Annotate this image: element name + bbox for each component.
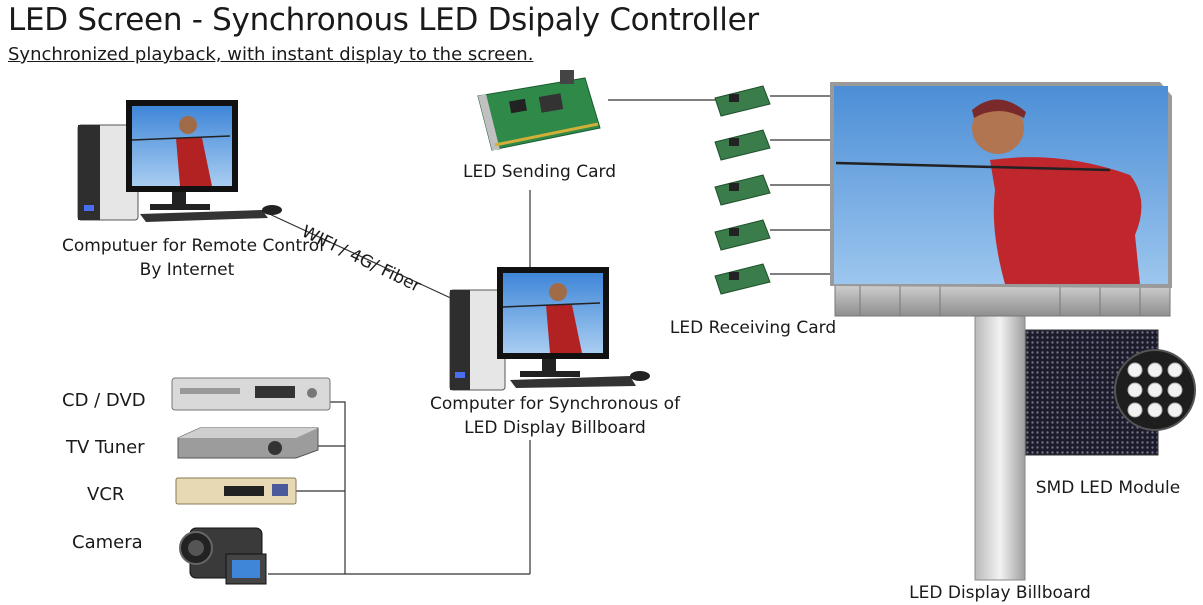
connection-lines <box>264 95 832 575</box>
smd-led-module-icon <box>1025 329 1196 456</box>
smd-module-label: SMD LED Module <box>1035 478 1181 498</box>
sync-computer-label-line1: Computer for Synchronous of <box>430 394 681 414</box>
sync-computer-icon <box>449 267 650 391</box>
camera-icon <box>179 527 267 585</box>
source-label-camera: Camera <box>72 532 143 553</box>
source-label-tv-tuner: TV Tuner <box>66 437 145 458</box>
sync-computer-label: Computer for Synchronous of LED Display … <box>430 392 680 440</box>
led-billboard-icon <box>830 82 1172 581</box>
page-subtitle: Synchronized playback, with instant disp… <box>8 44 534 65</box>
sending-card-icon <box>477 70 601 151</box>
remote-computer-label-line2: By Internet <box>139 260 235 280</box>
tv-tuner-icon <box>177 427 319 459</box>
billboard-label: LED Display Billboard <box>909 583 1091 603</box>
internet-link-line <box>264 211 456 301</box>
receiving-card-label: LED Receiving Card <box>669 318 837 338</box>
remote-computer-label-line1: Computuer for Remote Control <box>62 236 324 256</box>
cd-dvd-player-icon <box>171 377 331 411</box>
vcr-icon <box>175 477 297 505</box>
remote-computer-label: Computuer for Remote Control By Internet <box>62 234 324 282</box>
sending-card-label: LED Sending Card <box>463 162 616 182</box>
sync-computer-label-line2: LED Display Billboard <box>464 418 646 438</box>
source-label-vcr: VCR <box>87 484 125 505</box>
receiving-cards-icon <box>714 85 771 295</box>
page-title: LED Screen - Synchronous LED Dsipaly Con… <box>8 2 759 38</box>
remote-computer-icon <box>77 100 282 222</box>
source-label-cd-dvd: CD / DVD <box>62 390 146 411</box>
